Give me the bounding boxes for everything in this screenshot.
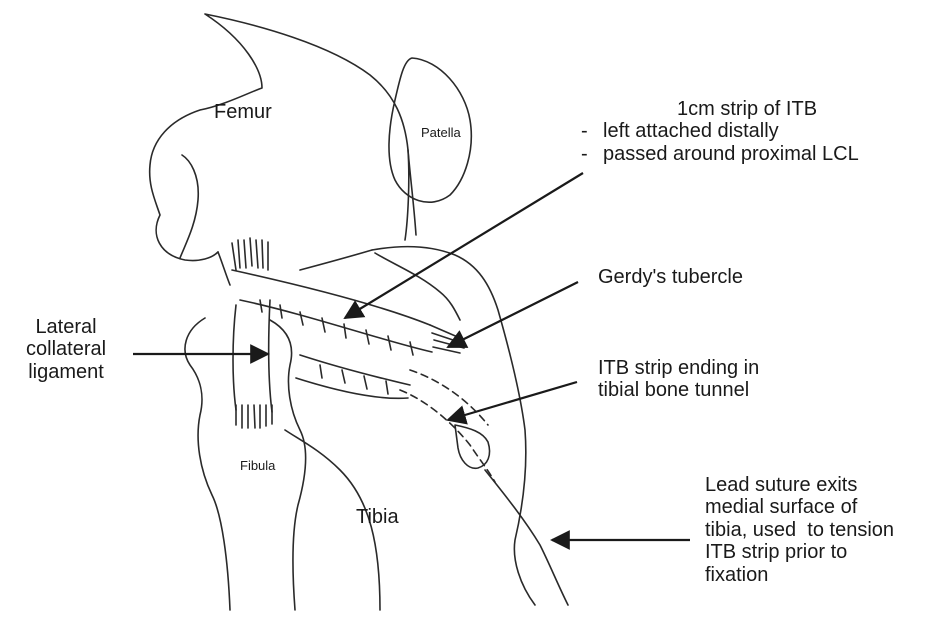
tunnel-graft-end bbox=[454, 424, 491, 470]
fibula-outline bbox=[184, 317, 307, 611]
label-gerdys: Gerdy's tubercle bbox=[598, 266, 743, 288]
itb-stitches bbox=[259, 299, 414, 395]
label-tunnel-line-2: tibial bone tunnel bbox=[598, 379, 750, 402]
label-lcl-line-2: collateral bbox=[26, 338, 107, 361]
label-patella: Patella bbox=[421, 125, 461, 140]
label-lcl-line-3: ligament bbox=[28, 360, 104, 383]
label-itb-strip: 1cm strip of ITB -left attached distally… bbox=[581, 98, 859, 165]
label-suture-line-3: tibia, used to tension bbox=[705, 518, 895, 541]
bone-tunnel bbox=[399, 369, 496, 483]
label-suture-line-4: ITB strip prior to bbox=[705, 541, 848, 564]
femur-outline bbox=[148, 13, 410, 262]
arrow-gerdys bbox=[446, 281, 579, 348]
arrow-tunnel bbox=[446, 380, 578, 425]
lcl-fringe-bottom bbox=[235, 404, 273, 429]
lead-suture bbox=[484, 469, 569, 606]
lcl-outline bbox=[232, 299, 273, 413]
itb-strip-lower bbox=[295, 354, 411, 400]
label-suture-line-5: fixation bbox=[705, 563, 769, 586]
itb-fringe bbox=[429, 324, 465, 354]
lcl-fringe-top bbox=[231, 237, 269, 271]
label-itb-strip-bullet-1: -left attached distally bbox=[581, 120, 779, 143]
arrow-itb-strip bbox=[343, 172, 584, 320]
tibia-plateau bbox=[299, 249, 461, 321]
label-fibula: Fibula bbox=[240, 458, 276, 473]
tibia-outline bbox=[371, 245, 536, 606]
label-lcl-line-1: Lateral bbox=[35, 316, 97, 338]
itb-strip-upper bbox=[231, 269, 433, 353]
patella-tendon-line bbox=[407, 149, 417, 236]
label-tibia: Tibia bbox=[356, 506, 399, 528]
label-femur: Femur bbox=[214, 101, 272, 123]
label-tunnel: ITB strip ending in tibial bone tunnel bbox=[598, 357, 759, 402]
femur-condyle bbox=[179, 154, 231, 286]
label-suture: Lead suture exits medial surface of tibi… bbox=[705, 474, 894, 586]
label-suture-line-1: Lead suture exits bbox=[705, 474, 858, 496]
label-tunnel-line-1: ITB strip ending in bbox=[598, 357, 760, 379]
label-itb-strip-bullet-2: -passed around proximal LCL bbox=[581, 142, 859, 165]
label-lcl: Lateral collateral ligament bbox=[26, 316, 106, 383]
label-suture-line-2: medial surface of bbox=[705, 496, 858, 519]
label-itb-strip-title: 1cm strip of ITB bbox=[677, 98, 818, 120]
patella-outline bbox=[388, 57, 473, 204]
